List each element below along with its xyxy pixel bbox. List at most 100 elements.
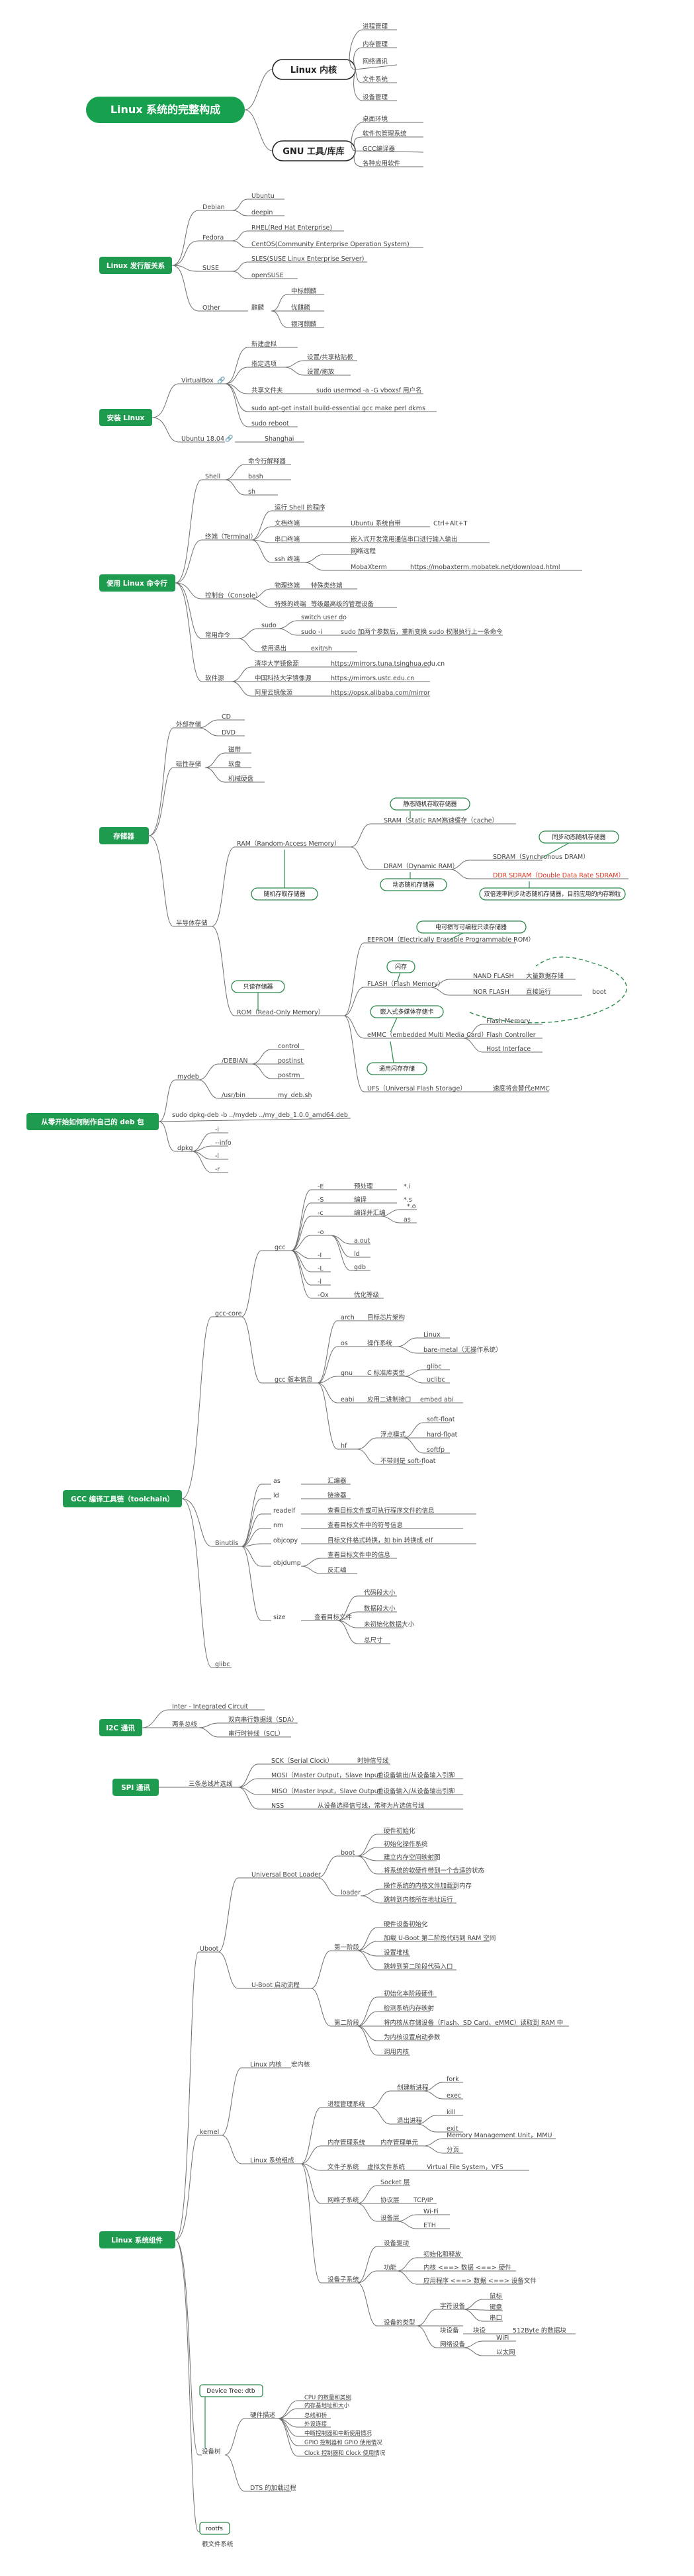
storage-section: 存储器 外部存储 CD DVD 磁性存储 磁带 软盘 机械硬盘 半导体存储 RA… — [99, 713, 629, 1092]
mirror-url[interactable]: https://mirrors.tuna.tsinghua.edu.cn — [331, 660, 445, 668]
kernel-item: 设备管理 — [363, 93, 388, 101]
binutils-tool: size — [273, 1614, 286, 1621]
gcc-cfg-desc: 应用二进制接口 — [367, 1396, 412, 1403]
console-child: 特殊的终端 — [275, 600, 306, 608]
terminal-ssh-url[interactable]: https://mobaxterm.mobatek.net/download.h… — [410, 564, 560, 571]
binutils-desc: 目标文件格式转换，如 bin 转换成 elf — [327, 1536, 433, 1544]
spi-line-desc: 从设备选择信号线，常称为片选信号线 — [318, 1802, 425, 1810]
dram-label: DRAM（Dynamic RAM） — [384, 862, 458, 870]
emmc-bubble — [370, 1005, 444, 1018]
hw-item: 中断控制器和中断使用情况 — [304, 2430, 372, 2437]
distros-title-label: Linux 发行版关系 — [107, 261, 165, 270]
binutils-tool: as — [273, 1478, 281, 1485]
gcc-os-item: bare-metal（无操作系统） — [423, 1346, 502, 1354]
deb-title[interactable] — [26, 1113, 159, 1130]
eeprom-bubble-label: 电可擦写可编程只读存储器 — [435, 923, 507, 931]
nor-b: boot — [592, 989, 607, 996]
terminal-child: 串口终端 — [275, 535, 300, 543]
lk-sys-label: Linux 系统组成 — [250, 2156, 294, 2164]
emmc-label: eMMC（embedded Multi Media Card） — [367, 1031, 488, 1039]
mem-paging: 分页 — [447, 2147, 459, 2154]
gcc-title[interactable] — [63, 1490, 182, 1507]
sram-bubble-label: 静态随机存取存储器 — [403, 800, 456, 808]
gcc-hf-note: 不带则是 soft-float — [380, 1457, 436, 1465]
hw-item: Clock 控制器和 Clock 使用情况 — [304, 2450, 386, 2457]
storage-disk-child: CD — [222, 713, 231, 721]
common-sudo-a: switch user do — [301, 614, 347, 621]
gcc-opt-ext: *.i — [404, 1183, 410, 1190]
gcc-opt-ext: *.o — [407, 1203, 416, 1210]
distro-other-sub: 麒麟 — [251, 304, 265, 312]
distro-child: openSUSE — [251, 272, 284, 279]
distro-child: 优麒麟 — [291, 304, 310, 312]
gcc-os-item: Linux — [423, 1331, 441, 1339]
i2c-title[interactable] — [99, 1719, 142, 1736]
gcc-cfg-item: gnu — [341, 1370, 353, 1377]
binutils-desc: 查看目标文件中的信息 — [327, 1551, 390, 1559]
sdram-bubble-label: 同步动态随机存储器 — [552, 833, 605, 841]
dram-bubble-label: 动态随机存储器 — [392, 881, 434, 889]
gcc-opt-desc: 优化等级 — [354, 1291, 380, 1299]
deb-dpkg: dpkg — [177, 1145, 193, 1152]
gnu-item: 各种应用软件 — [363, 159, 401, 167]
dt-label: 设备树 — [202, 2448, 221, 2456]
deb-file: control — [278, 1043, 300, 1050]
size-item: 总尺寸 — [364, 1636, 383, 1644]
spi-title[interactable] — [112, 1779, 159, 1796]
dtb-box — [199, 2384, 263, 2397]
i2c-title-label: I2C 通讯 — [106, 1724, 135, 1732]
storage-magnetic-child: 磁带 — [228, 746, 241, 754]
distro-child: 银河麒麟 — [291, 320, 317, 328]
distro-child: Ubuntu — [251, 193, 275, 200]
common-sudo-c: sudo 加两个参数后，重新变换 sudo 权限执行上一条命令 — [341, 628, 503, 636]
console-c1: 特殊类终端 — [311, 582, 343, 590]
storage-disk: 外部存储 — [176, 721, 202, 729]
stage1-item: 设置堆栈 — [384, 1949, 410, 1957]
binutils-desc: 查看目标文件中的符号信息 — [327, 1521, 403, 1529]
vb-step: sudo apt-get install build-essential gcc… — [251, 405, 425, 412]
vb-step: 指定选项 — [251, 360, 277, 368]
install-title[interactable] — [99, 409, 152, 426]
mirror-url[interactable]: https://mirrors.ustc.edu.cn — [331, 675, 414, 682]
dpkg-option: -i — [215, 1126, 219, 1133]
gcc-cfg-item: os — [341, 1340, 348, 1347]
loader-item: 操作系统的内核文件加载到内存 — [384, 1882, 472, 1890]
distros-title[interactable] — [99, 257, 172, 274]
binutils-label: Binutils — [215, 1540, 238, 1547]
terminal-child: 运行 Shell 的程序 — [275, 504, 325, 511]
hw-item: 外设连接 — [304, 2421, 327, 2428]
boot-item: 初始化操作系统 — [384, 1840, 428, 1848]
install-section: 安装 Linux VirtualBox 🔗 新建虚拟 指定选项 共享文件夹 su… — [99, 340, 437, 443]
vb-step: 新建虚拟 — [251, 340, 277, 348]
root-node[interactable] — [86, 97, 245, 123]
shell-child: sh — [248, 488, 255, 496]
dev-func-item: 内核 <==> 数据 <==> 硬件 — [423, 2264, 511, 2272]
nand-label: NAND FLASH — [473, 973, 514, 980]
terminal-ssh-a: 网络远程 — [351, 547, 376, 555]
distro-child: CentOS(Community Enterprise Operation Sy… — [251, 241, 410, 248]
distro-fedora: Fedora — [202, 234, 224, 242]
storage-title[interactable] — [99, 827, 149, 844]
gcc-cfg-item: eabi — [341, 1396, 354, 1403]
distros-section: Linux 发行版关系 Debian Ubuntu deepin Fedora … — [99, 193, 423, 328]
emmc-child: Flash Controller — [486, 1032, 536, 1039]
i2c-bus: 两条总线 — [172, 1720, 198, 1728]
commands-title[interactable] — [99, 574, 175, 592]
link-icon: 🔗 — [225, 434, 234, 443]
rootfs-desc: 根文件系统 — [202, 2540, 234, 2548]
gnu-item: 软件包管理系统 — [363, 130, 407, 138]
storage-magnetic-child: 软盘 — [228, 760, 241, 768]
ram-bubble — [251, 887, 318, 901]
sram-label: SRAM（Static RAM） — [384, 817, 448, 824]
mirror-url[interactable]: https://opsx.alibaba.com/mirror — [331, 689, 430, 697]
ufs-a: 速度将会替代eMMC — [493, 1085, 550, 1092]
hw-item: GPIO 控制器和 GPIO 使用情况 — [304, 2439, 382, 2446]
system-title[interactable] — [99, 2231, 175, 2248]
deb-title-label: 从零开始如何制作自己的 deb 包 — [41, 1118, 144, 1126]
gcc-title-label: GCC 编译工具链（toolchain） — [71, 1495, 174, 1503]
lk-label: Linux 内核 — [250, 2061, 282, 2068]
fs-label: 文件子系统 — [327, 2163, 359, 2171]
emmc-bubble-label: 嵌入式多媒体存储卡 — [380, 1008, 433, 1016]
root-node-label: Linux 系统的完整构成 — [110, 103, 220, 116]
binutils-desc: 查看目标文件或可执行程序文件的信息 — [327, 1507, 435, 1515]
